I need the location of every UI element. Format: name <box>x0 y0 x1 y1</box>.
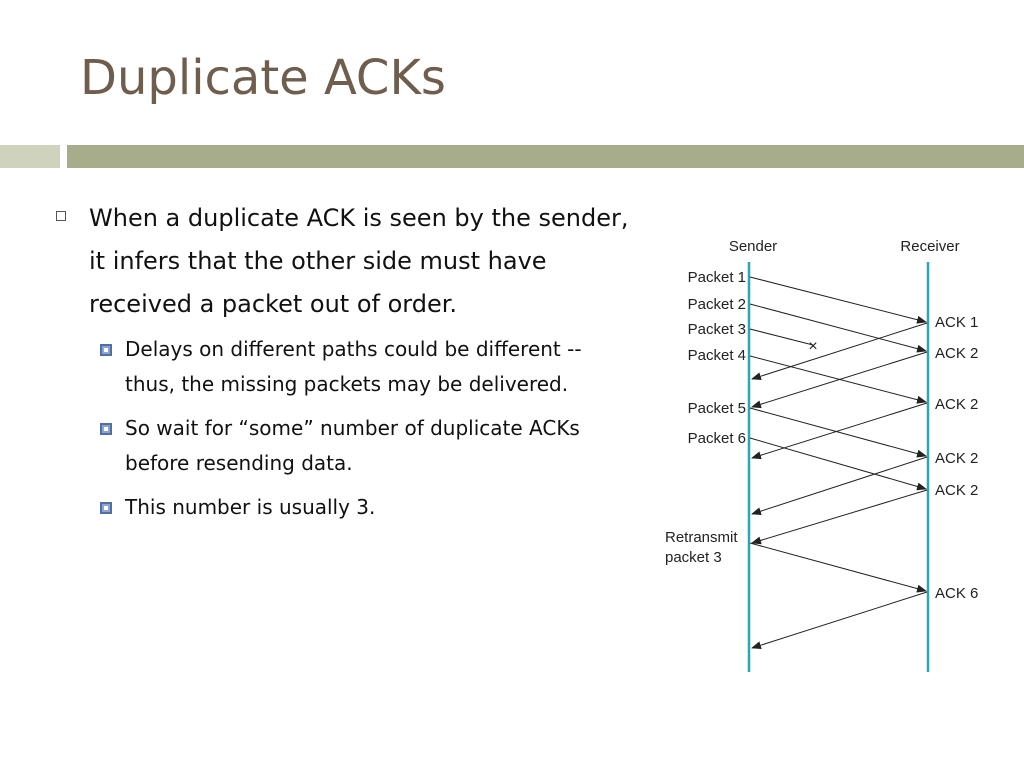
packet-5-arrow <box>749 407 927 458</box>
slide-title: Duplicate ACKs <box>80 50 446 106</box>
retransmit-arrow <box>749 542 927 593</box>
receiver-label: Receiver <box>900 238 959 255</box>
title-bar-right <box>67 145 1024 168</box>
sub-bullet: Delays on different paths could be diffe… <box>100 332 625 402</box>
sub-bullet: So wait for “some” number of duplicate A… <box>100 411 625 481</box>
packet-2-arrow <box>749 303 927 353</box>
hollow-square-bullet-icon <box>56 211 66 221</box>
sub-bullet-list: Delays on different paths could be diffe… <box>52 332 652 525</box>
packet-1-arrow <box>749 276 927 324</box>
ack-label: ACK 1 <box>935 314 978 331</box>
sub-bullet-text: Delays on different paths could be diffe… <box>125 337 582 396</box>
packet-label: Packet 1 <box>688 269 746 286</box>
packet-label: Packet 5 <box>688 400 746 417</box>
ack-label: ACK 2 <box>935 396 978 413</box>
packet-label: Packet 2 <box>688 296 746 313</box>
ack-label: ACK 6 <box>935 585 978 602</box>
bullet-level1: When a duplicate ACK is seen by the send… <box>52 197 652 326</box>
sub-bullet-text: So wait for “some” number of duplicate A… <box>125 416 580 475</box>
packet-6-arrow <box>749 437 927 491</box>
ack-label: ACK 2 <box>935 345 978 362</box>
retransmit-label: packet 3 <box>665 549 722 566</box>
sender-label: Sender <box>729 238 777 255</box>
bullet-list: When a duplicate ACK is seen by the send… <box>52 197 652 534</box>
ack-2-arrow <box>751 351 928 409</box>
ack-label: ACK 2 <box>935 482 978 499</box>
square-bullet-icon <box>100 502 112 514</box>
sub-bullet: This number is usually 3. <box>100 490 625 525</box>
ack-2-dup-arrow <box>751 456 928 516</box>
packet-4-arrow <box>749 355 927 404</box>
packet-label: Packet 3 <box>688 321 746 338</box>
ack-2-dup-arrow <box>751 489 928 545</box>
sub-bullet-text: This number is usually 3. <box>125 495 376 519</box>
ack-2-dup-arrow <box>751 402 928 460</box>
bullet-text: When a duplicate ACK is seen by the send… <box>89 204 629 318</box>
title-bar-left <box>0 145 60 168</box>
packet-3-arrow-lost <box>749 328 814 346</box>
ack-1-arrow <box>751 322 928 381</box>
packet-label: Packet 4 <box>688 347 746 364</box>
square-bullet-icon <box>100 423 112 435</box>
square-bullet-icon <box>100 344 112 356</box>
ack-label: ACK 2 <box>935 450 978 467</box>
ack-6-arrow <box>751 591 928 650</box>
retransmit-label: Retransmit <box>665 529 738 546</box>
lost-packet-x-icon: × <box>808 338 817 355</box>
packet-label: Packet 6 <box>688 430 746 447</box>
